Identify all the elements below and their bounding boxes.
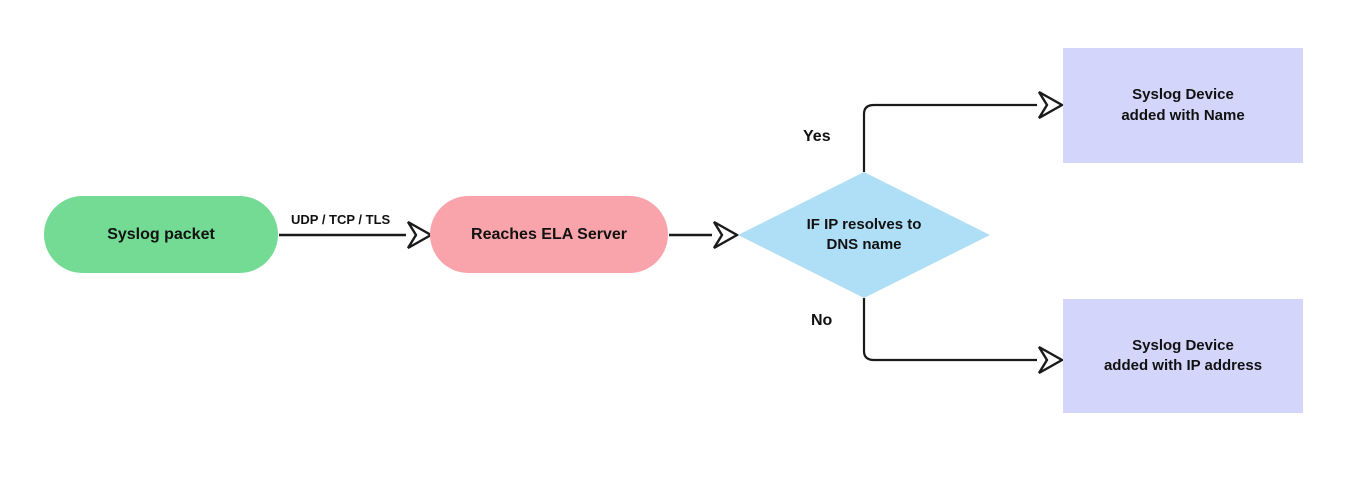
node-device-added-with-ip[interactable]: Syslog Device added with IP address (1063, 299, 1303, 413)
arrowhead-icon (1037, 90, 1065, 120)
arrowhead-icon (406, 220, 434, 250)
node-syslog-packet[interactable]: Syslog packet (44, 196, 278, 273)
connector-decision-no (862, 298, 1065, 375)
connector-process-to-decision (669, 220, 740, 250)
node-label: Syslog Device added with Name (1121, 86, 1245, 124)
connector-decision-yes (862, 90, 1065, 172)
edge-label-no: No (811, 312, 833, 329)
node-device-added-with-name[interactable]: Syslog Device added with Name (1063, 48, 1303, 163)
arrowhead-icon (1037, 345, 1065, 375)
node-reaches-ela-server[interactable]: Reaches ELA Server (430, 196, 668, 273)
arrowhead-icon (712, 220, 740, 250)
edge-label-protocol: UDP / TCP / TLS (291, 212, 391, 227)
node-label: Reaches ELA Server (471, 225, 627, 243)
node-label: Syslog packet (107, 225, 215, 243)
node-decision-ip-resolves[interactable]: IF IP resolves to DNS name (738, 172, 990, 298)
node-label: Syslog Device added with IP address (1103, 336, 1263, 374)
edge-label-yes: Yes (803, 128, 831, 145)
node-label: IF IP resolves to DNS name (806, 215, 922, 253)
